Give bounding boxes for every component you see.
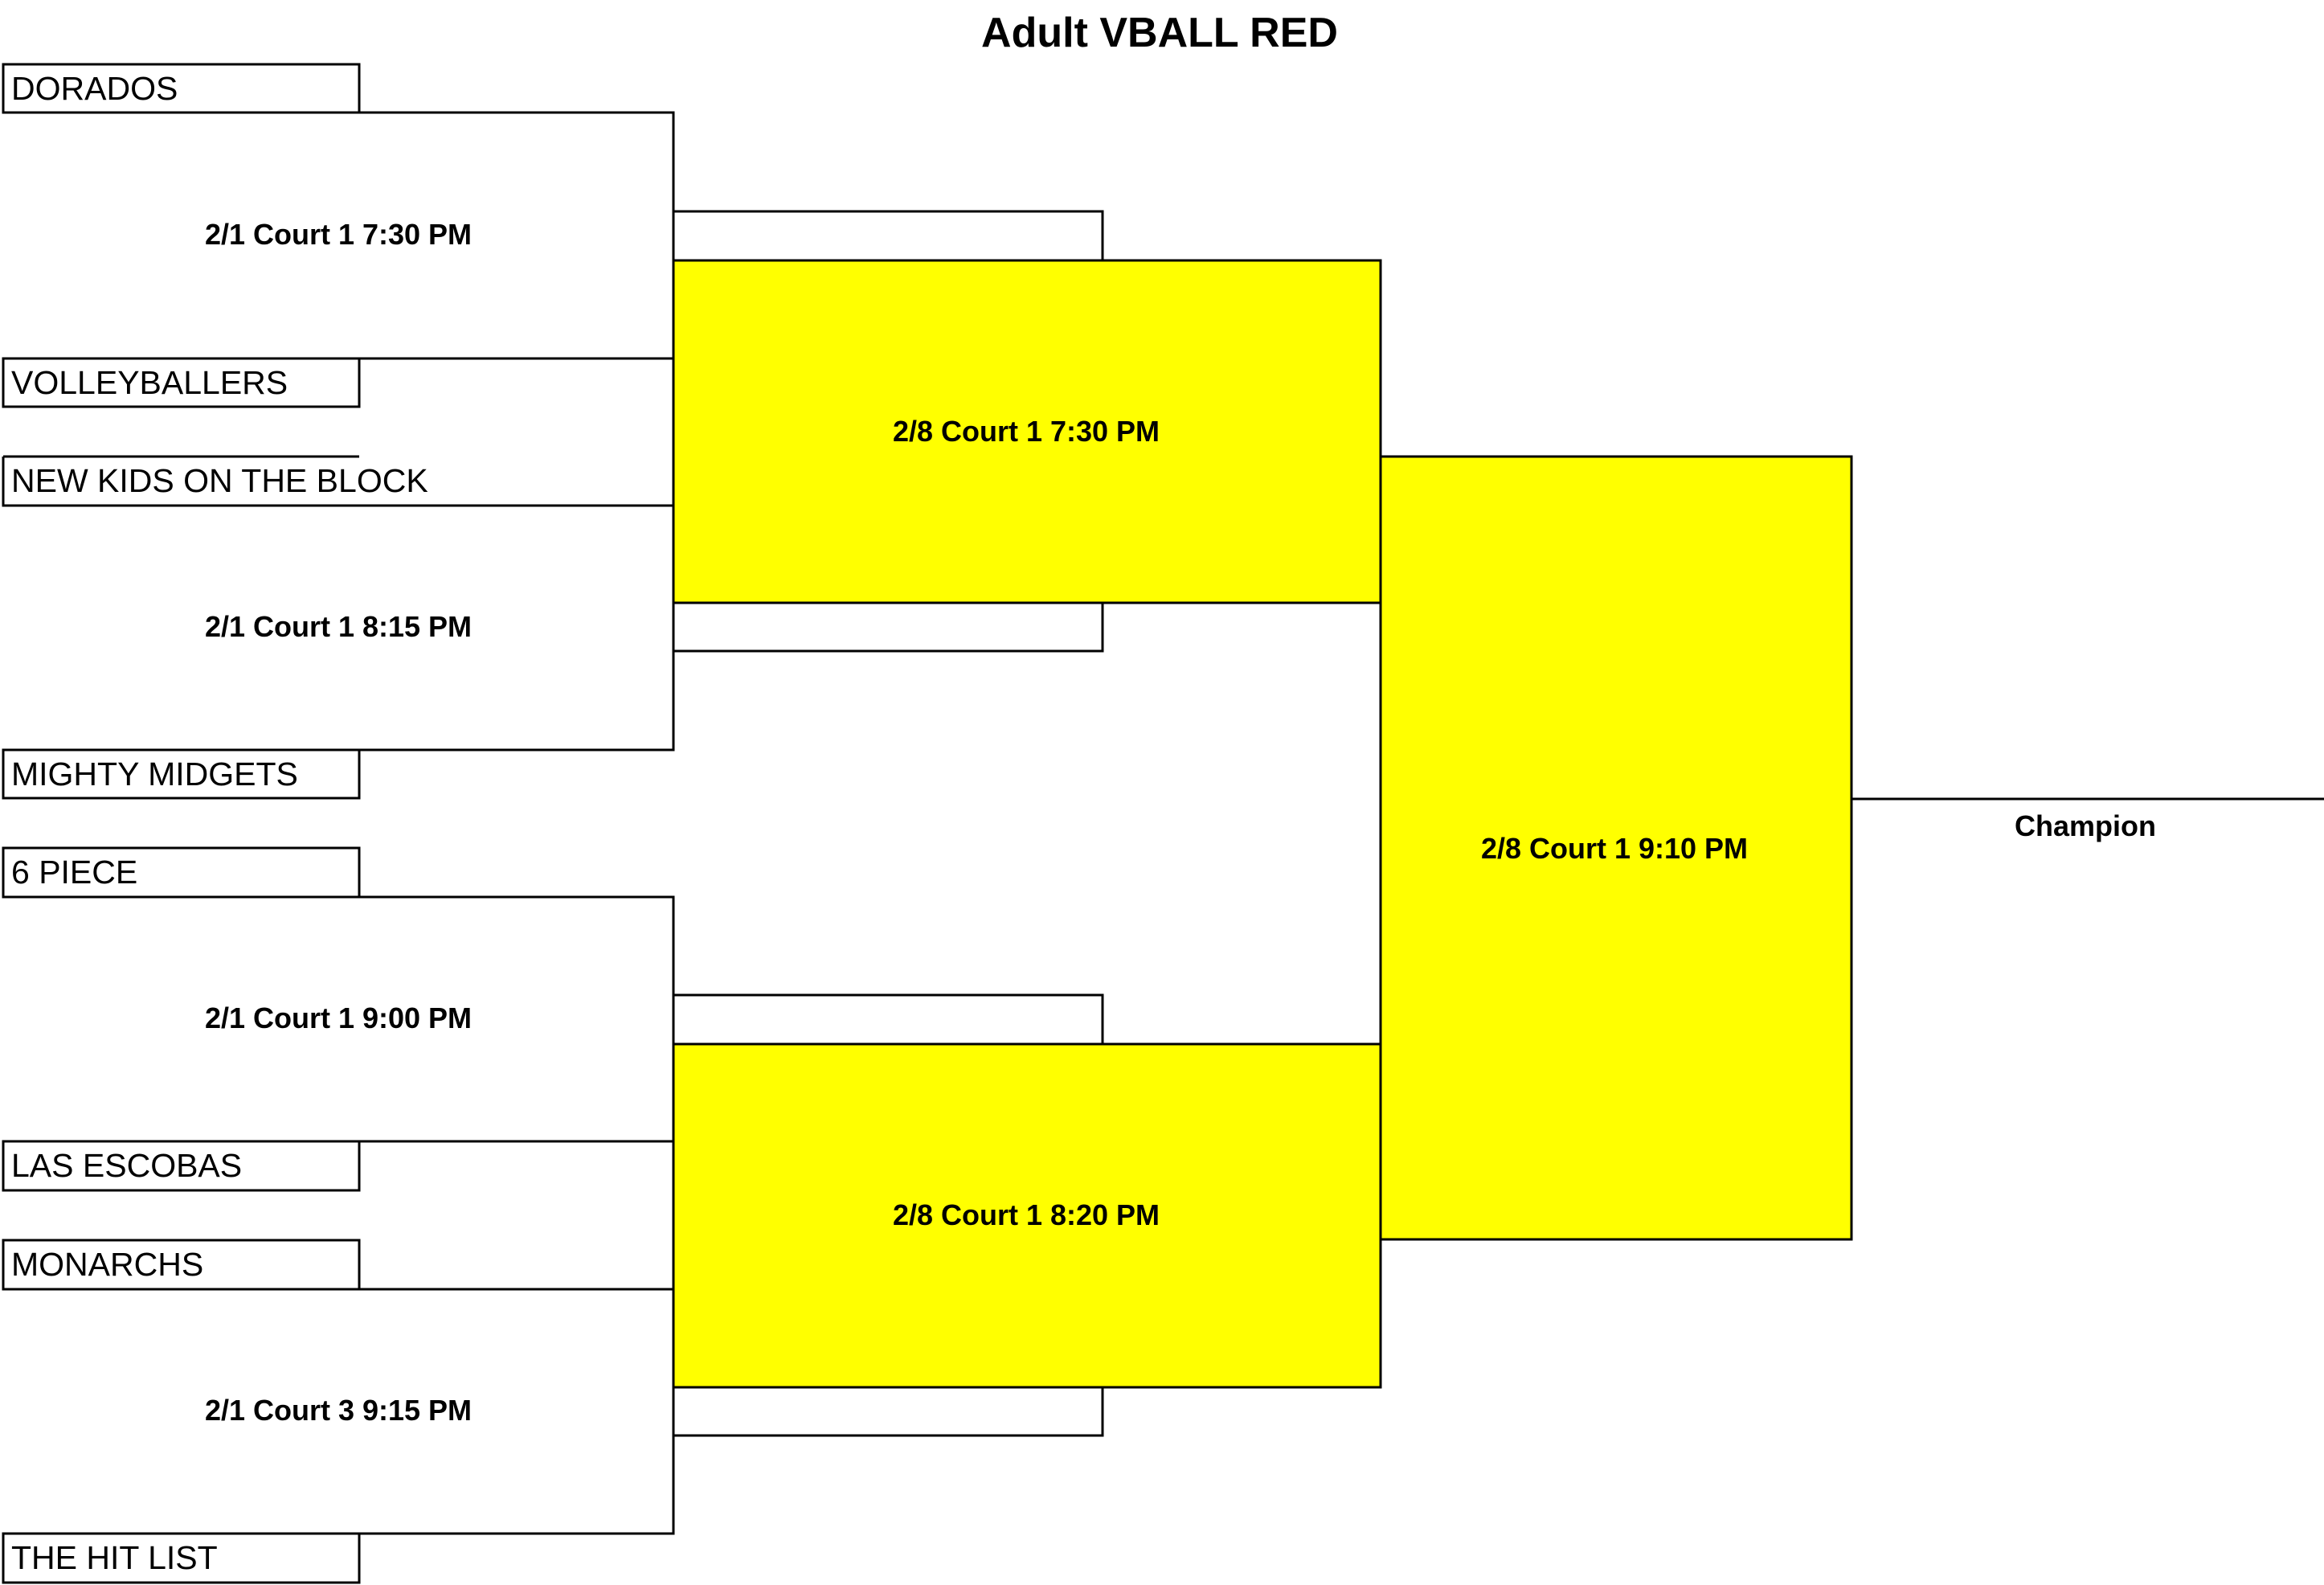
- team-name-monarchs: MONARCHS: [11, 1246, 203, 1283]
- round1-game-label: 2/1 Court 1 8:15 PM: [205, 610, 472, 643]
- team-name-new-kids-on-the-block: NEW KIDS ON THE BLOCK: [11, 462, 428, 499]
- round2-game-label: 2/8 Court 1 7:30 PM: [893, 415, 1160, 448]
- team-box: [2, 1140, 361, 1192]
- team-name-6-piece: 6 PIECE: [11, 854, 137, 891]
- team-box: [2, 1532, 361, 1584]
- round2-stubs: [673, 210, 1104, 1437]
- team-name-las-escobas: LAS ESCOBAS: [11, 1147, 242, 1184]
- team-box: [2, 846, 361, 899]
- team-boxes: [2, 63, 361, 1584]
- round1-game-label: 2/1 Court 1 7:30 PM: [205, 218, 472, 251]
- semifinal-box-top: [672, 259, 1382, 604]
- team-name-dorados: DORADOS: [11, 70, 178, 107]
- team-box: [2, 357, 361, 408]
- team-name-the-hit-list: THE HIT LIST: [11, 1539, 218, 1576]
- round2-game-label: 2/8 Court 1 8:20 PM: [893, 1198, 1160, 1231]
- team-box: [2, 1239, 361, 1291]
- champion-label: Champion: [2015, 809, 2156, 842]
- team-name-mighty-midgets: MIGHTY MIDGETS: [11, 756, 298, 792]
- final-game-label: 2/8 Court 1 9:10 PM: [1481, 832, 1748, 865]
- round1-game-label: 2/1 Court 1 9:00 PM: [205, 1001, 472, 1034]
- round1-game-label: 2/1 Court 3 9:15 PM: [205, 1394, 472, 1427]
- bracket-title: Adult VBALL RED: [981, 10, 1338, 56]
- team-box: [2, 748, 361, 800]
- round1-connectors: [359, 111, 675, 1535]
- final-box: [1379, 455, 1853, 1241]
- team-name-volleyballers: VOLLEYBALLERS: [11, 364, 288, 401]
- semifinal-box-bottom: [672, 1042, 1382, 1389]
- team-box: [2, 63, 361, 114]
